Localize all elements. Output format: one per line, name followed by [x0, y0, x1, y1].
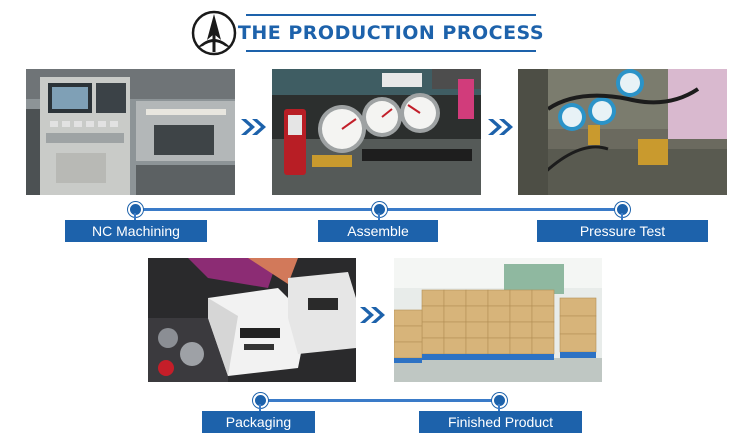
- timeline-stem: [378, 213, 380, 221]
- photo-nc-machining: [26, 69, 235, 195]
- page-title-text: THE PRODUCTION PROCESS: [237, 22, 545, 44]
- timeline-stem: [134, 213, 136, 221]
- next-step-arrow-icon: [359, 306, 387, 324]
- step-label-nc-machining: NC Machining: [65, 220, 207, 242]
- photo-pressure-test: [518, 69, 727, 195]
- photo-finished-product: [394, 258, 602, 382]
- page-title: THE PRODUCTION PROCESS: [238, 14, 544, 52]
- next-step-arrow-icon: [240, 118, 268, 136]
- photo-packaging: [148, 258, 356, 382]
- timeline-line: [258, 399, 498, 402]
- step-label-pressure-test: Pressure Test: [537, 220, 708, 242]
- step-label-finished-product: Finished Product: [419, 411, 582, 433]
- brand-logo-icon: [191, 10, 237, 56]
- photo-assemble: [272, 69, 481, 195]
- timeline-stem: [621, 213, 623, 221]
- step-label-assemble: Assemble: [318, 220, 438, 242]
- step-label-packaging: Packaging: [202, 411, 315, 433]
- next-step-arrow-icon: [487, 118, 515, 136]
- timeline-stem: [498, 404, 500, 412]
- timeline-stem: [259, 404, 261, 412]
